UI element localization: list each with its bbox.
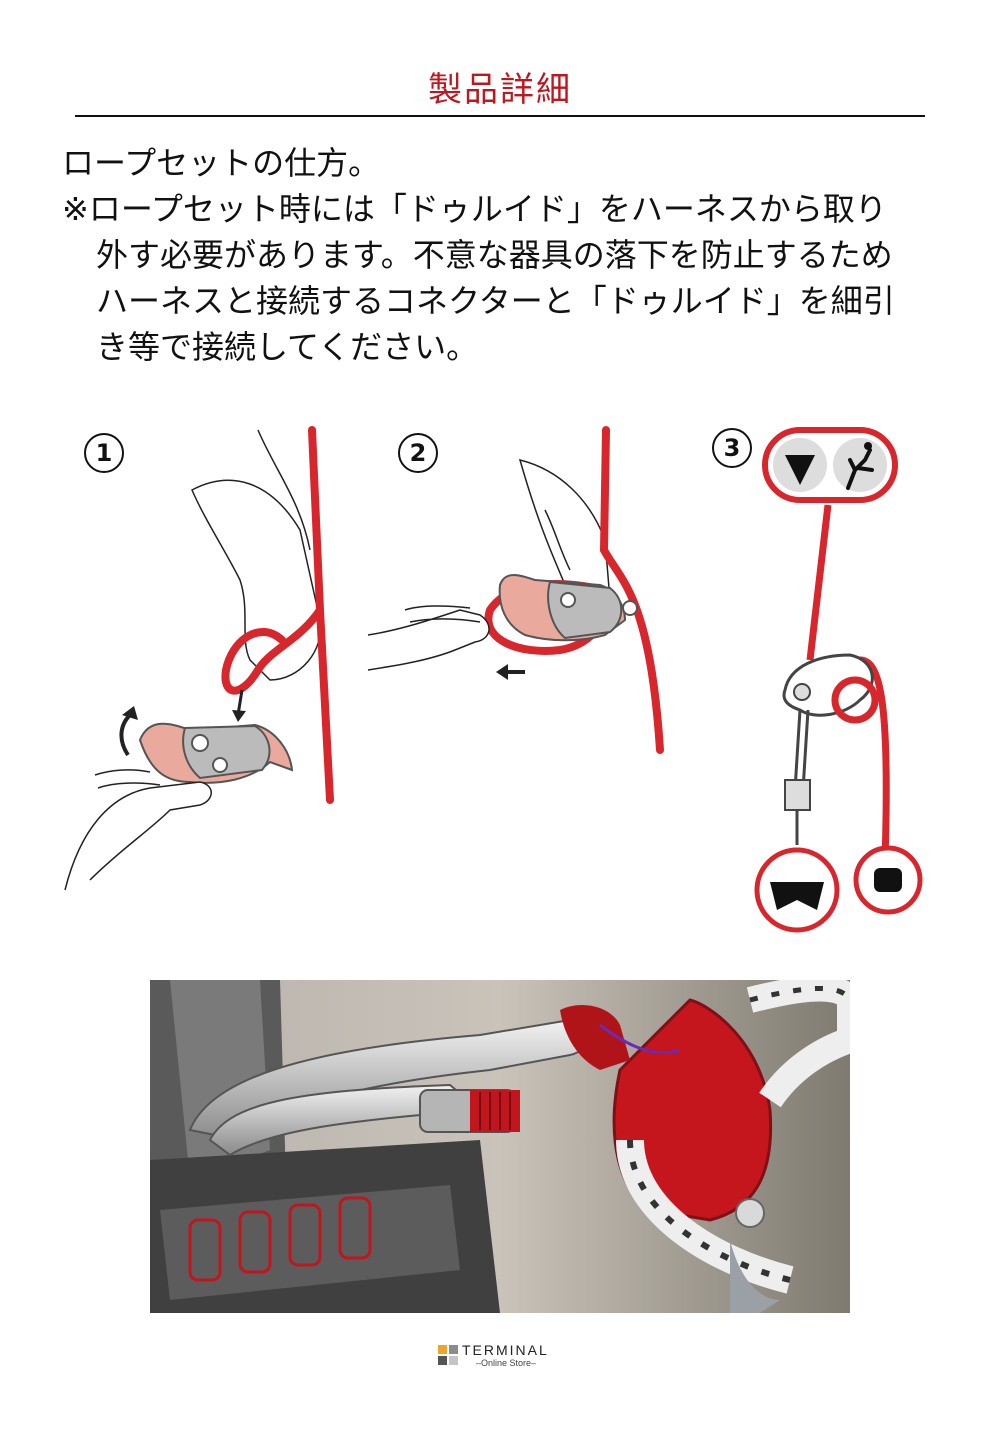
product-photo	[150, 980, 850, 1313]
step-number-1: 1	[84, 433, 124, 473]
text-line: ロープセットの仕方。	[62, 144, 381, 182]
step-number-3: 3	[712, 428, 752, 468]
step-number-2: 2	[398, 433, 438, 473]
logo-brand: TERMINAL	[462, 1342, 549, 1358]
step1-illustration	[64, 426, 334, 891]
step2-illustration	[367, 426, 664, 754]
text-line: ハーネスと接続するコネクターと「ドゥルイド」を細引	[96, 282, 895, 320]
text-line: ※ロープセット時には「ドゥルイド」をハーネスから取り	[62, 190, 887, 228]
terminal-logo: TERMINAL –Online Store–	[438, 1342, 568, 1372]
page-title: 製品詳細	[428, 70, 572, 110]
photo-druid-on-harness	[150, 980, 850, 1313]
logo-squares-icon	[438, 1345, 458, 1365]
instruction-text: ロープセットの仕方。 ※ロープセット時には「ドゥルイド」をハーネスから取り 外す…	[62, 140, 962, 370]
text-line: 外す必要があります。不意な器具の落下を防止するため	[96, 236, 893, 274]
step3-illustration	[754, 427, 923, 933]
title-divider	[75, 115, 925, 117]
logo-subtitle: –Online Store–	[476, 1358, 537, 1368]
text-line: き等で接続してください。	[96, 328, 479, 366]
rope-setup-illustration	[64, 426, 923, 933]
